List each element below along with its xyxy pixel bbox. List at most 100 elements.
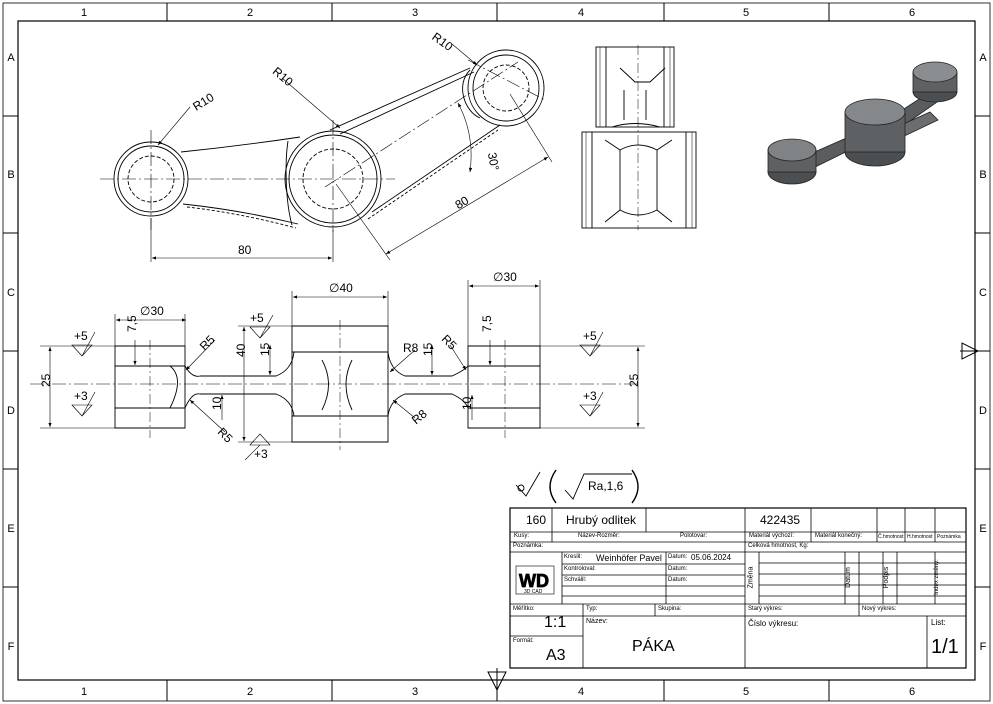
val-datum: 05.06.2024: [691, 553, 732, 562]
dim-diameter: ∅30: [493, 270, 517, 284]
hdr-c-hmot: Č.hmotnost: [878, 534, 904, 540]
dim-radius: R10: [190, 90, 216, 114]
front-view: [30, 320, 640, 450]
lbl-novy: Nový výkres:: [862, 606, 897, 612]
lbl-stary: Starý výkres:: [748, 606, 783, 612]
dim-radius: R10: [429, 30, 455, 54]
col-label: 4: [578, 7, 584, 19]
col-label: 2: [247, 7, 253, 19]
surface-roughness-note: [515, 469, 639, 504]
row-label: E: [979, 523, 986, 535]
row-label: C: [979, 287, 987, 299]
hdr-poznamka-short: Poznámka: [937, 534, 961, 540]
row-label: D: [7, 405, 15, 417]
lbl-poznamka: Poznámka:: [513, 543, 544, 549]
col-label: 1: [81, 7, 87, 19]
col-label: 6: [909, 686, 915, 698]
lbl-nazev: Název:: [586, 618, 608, 625]
val-meritko: 1:1: [544, 614, 567, 631]
hdr-mat-vychozi: Materiál výchozí:: [749, 533, 795, 539]
dim-angle: 30°: [485, 151, 502, 171]
dim-height: 7,5: [125, 315, 139, 332]
allowance: +5: [74, 329, 88, 343]
dim-height: 25: [627, 373, 641, 387]
lbl-meritko: Měřítko:: [513, 606, 535, 612]
dim-radius: R10: [270, 64, 296, 89]
row-label: C: [7, 287, 15, 299]
lbl-datum-v: Datum: [844, 567, 852, 588]
hdr-mat-konecny: Materiál konečný:: [815, 533, 863, 539]
hdr-h-hmot: H.hmotnost: [907, 534, 933, 540]
dim-height: 10: [210, 396, 224, 410]
roughness-value: Ra,1,6: [588, 479, 624, 493]
lbl-schvalil: Schválil:: [564, 577, 587, 583]
lbl-datum: Datum:: [668, 566, 688, 572]
dim-radius: R5: [439, 332, 460, 353]
dim-diameter: ∅30: [140, 304, 164, 318]
col-label: 3: [412, 7, 418, 19]
row-label: F: [980, 641, 987, 653]
col-label: 4: [578, 686, 584, 698]
hdr-kusy: Kusy:: [514, 533, 530, 539]
lbl-celk-hmot: Celková hmotnost, Kg:: [748, 543, 809, 549]
top-view: [100, 49, 546, 232]
lbl-cislo: Číslo výkresu:: [748, 619, 799, 628]
row-label: E: [7, 523, 14, 535]
row-label: F: [8, 641, 15, 653]
allowance: +3: [583, 389, 597, 403]
lbl-datum: Datum:: [668, 554, 688, 560]
company-logo: WD 3D CAD: [515, 565, 555, 595]
lbl-datum: Datum:: [668, 577, 688, 583]
dim-height: 15: [258, 342, 272, 356]
dim-height: 15: [421, 342, 435, 356]
qty: 160: [526, 513, 547, 527]
allowance: +3: [254, 447, 268, 461]
svg-text:WD: WD: [519, 571, 549, 591]
row-label: D: [979, 405, 987, 417]
dim-height: 40: [234, 343, 248, 357]
val-nazev: PÁKA: [632, 638, 675, 655]
lbl-kreslil: Kreslil:: [564, 554, 583, 560]
frame-labels: 1 2 3 4 5 6 1 2 3 4 5 6 A B C D E F A B …: [7, 7, 987, 698]
isometric-render: [767, 61, 958, 185]
col-label: 5: [743, 7, 749, 19]
lbl-list: List:: [931, 618, 946, 627]
dim-radius: R8: [403, 341, 419, 355]
row-label: A: [979, 52, 987, 64]
lbl-skupina: Skupina:: [658, 606, 682, 612]
dim-diameter: ∅40: [329, 281, 353, 295]
part-number: 422435: [760, 513, 801, 527]
col-label: 3: [412, 686, 418, 698]
hdr-polotovar: Polotovar:: [680, 533, 708, 539]
allowance: +5: [250, 311, 264, 325]
dim-radius: R5: [197, 332, 218, 353]
col-label: 2: [247, 686, 253, 698]
lbl-zmena: Změna: [747, 566, 755, 589]
dim-height: 25: [39, 373, 53, 387]
part-name: Hrubý odlitek: [566, 513, 637, 527]
lbl-podpis: Podpis: [883, 566, 891, 589]
lbl-typ: Typ:: [586, 606, 598, 612]
top-view-dimensions: [150, 43, 553, 262]
lbl-index: Index změny:: [933, 559, 940, 595]
dim-radius: R8: [409, 406, 430, 427]
title-block-lines: [509, 507, 967, 669]
svg-text:3D CAD: 3D CAD: [524, 589, 543, 595]
dim-len-horizontal: 80: [238, 243, 252, 257]
col-label: 1: [81, 686, 87, 698]
col-label: 6: [909, 7, 915, 19]
dim-len-angled: 80: [453, 193, 472, 212]
lbl-kontroloval: Kontroloval:: [564, 566, 596, 572]
allowance: +5: [583, 329, 597, 343]
val-kreslil: Weinhöfer Pavel: [596, 553, 662, 563]
val-format: A3: [546, 647, 566, 664]
front-view-dimensions: [40, 280, 645, 461]
lbl-format: Formát:: [513, 638, 534, 644]
dim-height: 7,5: [480, 315, 494, 332]
dim-height: 10: [460, 396, 474, 410]
row-label: B: [979, 169, 986, 181]
allowance: +3: [74, 389, 88, 403]
val-list: 1/1: [931, 636, 959, 658]
